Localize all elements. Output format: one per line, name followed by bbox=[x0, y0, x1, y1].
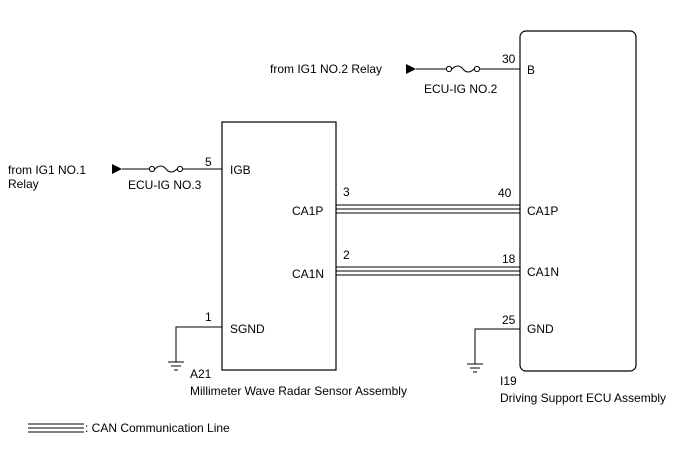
pin-label-ca1p: CA1P bbox=[292, 204, 323, 218]
legend-can-line-label: : CAN Communication Line bbox=[85, 421, 230, 435]
pin-label-sgnd: SGND bbox=[230, 322, 265, 336]
fuse-ecu-ig-no2-label: ECU-IG NO.2 bbox=[424, 82, 498, 96]
ig1-no2-circuit: from IG1 NO.2 Relay ECU-IG NO.2 bbox=[270, 62, 520, 96]
can-line-legend-symbol bbox=[28, 423, 84, 433]
radar-sensor-assembly: 5 IGB 3 CA1P 2 CA1N 1 SGND A21 Millimete… bbox=[190, 121, 407, 398]
ground-icon bbox=[168, 326, 222, 371]
pin-number: 18 bbox=[502, 252, 516, 266]
component-code: I19 bbox=[500, 374, 517, 388]
pin-number: 30 bbox=[502, 52, 516, 66]
source-ig1-no1-label: from IG1 NO.1 bbox=[8, 163, 86, 177]
pin-label-b: B bbox=[527, 63, 535, 77]
source-ig1-no1-label-line2: Relay bbox=[8, 177, 39, 191]
component-code: A21 bbox=[190, 367, 212, 381]
can-line-ca1n bbox=[336, 266, 520, 276]
fuse-ecu-ig-no3-label: ECU-IG NO.3 bbox=[128, 178, 202, 192]
pin-label-gnd: GND bbox=[527, 322, 554, 336]
pin-label-ca1n: CA1N bbox=[292, 267, 324, 281]
can-line-ca1p bbox=[336, 204, 520, 214]
ground-icon bbox=[467, 328, 520, 373]
fuse-icon bbox=[148, 165, 184, 173]
fuse-icon bbox=[445, 65, 481, 73]
pin-label-ca1n: CA1N bbox=[527, 265, 559, 279]
pin-label-igb: IGB bbox=[230, 163, 251, 177]
pin-number: 2 bbox=[343, 248, 350, 262]
ig1-no1-circuit: from IG1 NO.1 Relay ECU-IG NO.3 bbox=[8, 163, 222, 192]
source-ig1-no2-label: from IG1 NO.2 Relay bbox=[270, 62, 382, 76]
pin-number: 5 bbox=[205, 155, 212, 169]
driving-ecu-box bbox=[519, 30, 637, 372]
pin-label-ca1p: CA1P bbox=[527, 204, 558, 218]
driving-support-ecu-assembly: 30 B 40 CA1P 18 CA1N 25 GND I19 Driving … bbox=[498, 30, 666, 405]
arrow-icon bbox=[406, 64, 416, 74]
pin-number: 1 bbox=[205, 310, 212, 324]
pin-number: 3 bbox=[343, 185, 350, 199]
radar-sensor-box bbox=[221, 121, 337, 371]
pin-number: 40 bbox=[498, 186, 512, 200]
component-name: Millimeter Wave Radar Sensor Assembly bbox=[190, 384, 407, 398]
component-name: Driving Support ECU Assembly bbox=[500, 391, 666, 405]
pin-number: 25 bbox=[502, 313, 516, 327]
legend: : CAN Communication Line bbox=[28, 421, 230, 435]
arrow-icon bbox=[112, 164, 122, 174]
